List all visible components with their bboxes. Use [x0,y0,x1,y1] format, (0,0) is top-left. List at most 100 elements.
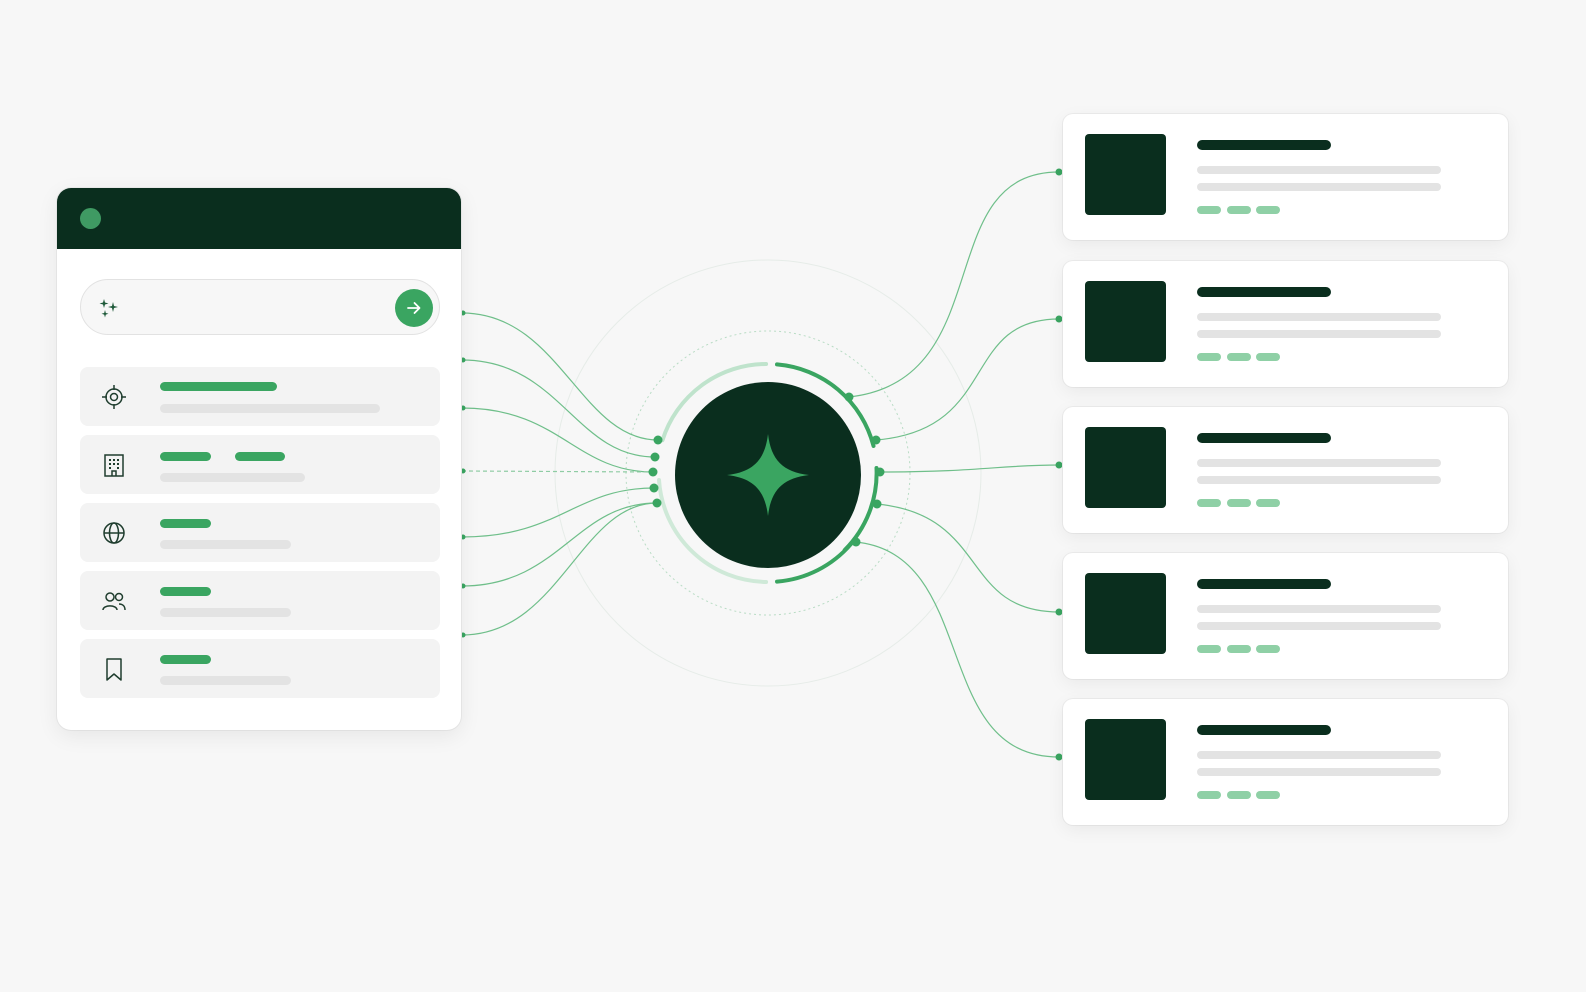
card-thumbnail [1085,427,1166,508]
wire-left-dashed [461,470,654,473]
card-tag [1227,206,1251,214]
wire-right-3 [879,464,1060,473]
card-tag [1227,353,1251,361]
card-tag [1197,645,1221,653]
card-text-placeholder [1197,768,1441,776]
search-bar[interactable] [80,279,440,335]
card-tag [1256,791,1280,799]
item-subtitle-placeholder [160,608,291,617]
node-dot [653,435,663,445]
card-tag [1197,499,1221,507]
card-text-placeholder [1197,330,1441,338]
ai-hub [675,382,861,568]
card-tag [1197,353,1221,361]
list-item-bookmark[interactable] [80,639,440,698]
list-item-globe[interactable] [80,503,440,562]
status-dot [80,208,101,229]
item-title-placeholder [160,655,211,664]
item-subtitle-placeholder [160,540,291,549]
item-title-placeholder [160,452,211,461]
globe-icon [103,522,125,544]
submit-button[interactable] [395,289,433,327]
item-title-placeholder [160,587,211,596]
target-icon [102,385,126,409]
item-title-placeholder [235,452,285,461]
search-input[interactable] [133,292,383,324]
card-title-placeholder [1197,579,1331,589]
wire-left-7 [461,502,658,636]
right-endpoint-dot [1055,168,1063,176]
card-title-placeholder [1197,287,1331,297]
card-tag [1227,499,1251,507]
card-text-placeholder [1197,605,1441,613]
left-endpoint-dot [460,583,466,589]
item-title-placeholder [160,519,211,528]
card-text-placeholder [1197,459,1441,467]
wire-right-2 [875,318,1060,441]
wire-left-1 [461,312,659,441]
card-title-placeholder [1197,433,1331,443]
node-dot [649,483,659,493]
card-tag [1256,353,1280,361]
card-tag [1197,206,1221,214]
wire-left-3 [461,407,654,473]
result-card[interactable] [1063,699,1508,825]
node-dot [872,499,882,509]
item-subtitle-placeholder [160,404,380,413]
card-tag [1197,791,1221,799]
right-endpoint-dot [1055,608,1063,616]
app-window [57,188,461,730]
wire-left-2 [461,359,656,458]
item-subtitle-placeholder [160,473,305,482]
node-dot [652,498,662,508]
category-list [80,367,440,707]
card-title-placeholder [1197,725,1331,735]
card-tag [1256,206,1280,214]
left-endpoint-dot [460,357,466,363]
node-dot [648,467,658,477]
card-text-placeholder [1197,313,1441,321]
list-item-building[interactable] [80,435,440,494]
four-point-star-icon [727,434,809,516]
wire-left-6 [461,502,658,587]
left-endpoint-dot [460,405,466,411]
item-title-placeholder [160,382,277,391]
card-tag [1227,645,1251,653]
window-header [57,188,461,249]
card-text-placeholder [1197,751,1441,759]
wire-right-5 [855,541,1060,758]
card-text-placeholder [1197,476,1441,484]
node-dot [851,537,861,547]
wire-right-1 [848,171,1060,398]
result-card[interactable] [1063,261,1508,387]
card-thumbnail [1085,134,1166,215]
left-endpoint-dot [460,310,466,316]
node-dot [650,452,660,462]
card-thumbnail [1085,281,1166,362]
card-text-placeholder [1197,622,1441,630]
right-endpoint-dot [1055,315,1063,323]
card-text-placeholder [1197,166,1441,174]
users-icon [102,592,126,611]
card-tag [1256,499,1280,507]
node-dot [875,467,885,477]
building-icon [104,454,124,477]
list-item-users[interactable] [80,571,440,630]
right-endpoint-dot [1055,461,1063,469]
sparkle-icon [99,299,118,318]
card-text-placeholder [1197,183,1441,191]
right-endpoint-dot [1055,753,1063,761]
item-subtitle-placeholder [160,676,291,685]
result-card[interactable] [1063,407,1508,533]
list-item-target[interactable] [80,367,440,426]
left-endpoint-dot [460,534,466,540]
card-thumbnail [1085,573,1166,654]
card-thumbnail [1085,719,1166,800]
wire-left-5 [461,487,655,538]
result-card[interactable] [1063,553,1508,679]
result-card[interactable] [1063,114,1508,240]
arrow-right-icon [407,302,421,314]
card-title-placeholder [1197,140,1331,150]
card-tag [1227,791,1251,799]
wire-right-4 [876,503,1060,613]
